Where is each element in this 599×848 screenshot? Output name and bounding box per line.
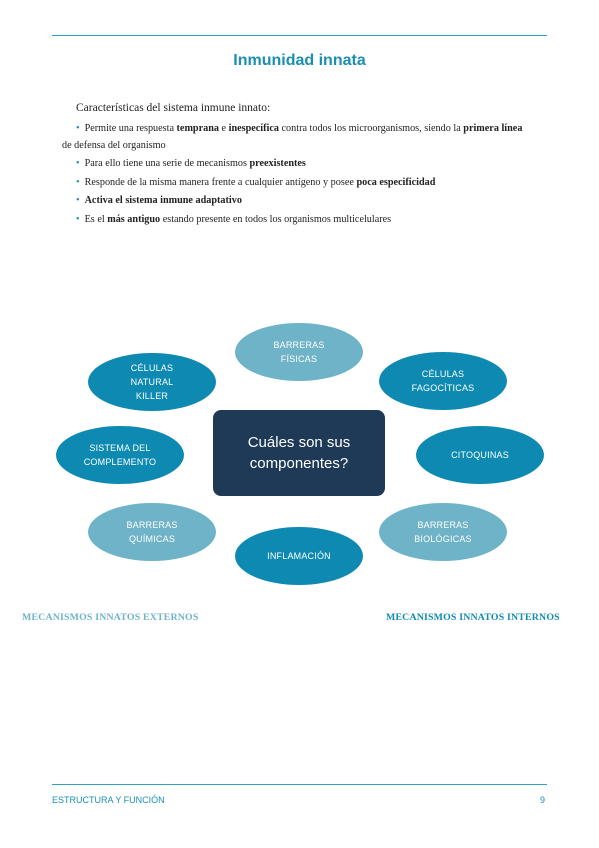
header-rule: [52, 35, 547, 37]
caption-externos: MECANISMOS INNATOS EXTERNOS: [22, 612, 199, 623]
bullet-bold: temprana: [176, 123, 219, 134]
bullet-item: • Responde de la misma manera frente a cu…: [62, 175, 532, 192]
node-celulas-fagociticas: CÉLULAS FAGOCÍTICAS: [379, 352, 507, 410]
bullet-dot-icon: •: [76, 195, 80, 206]
bullet-dot-icon: •: [76, 123, 80, 134]
footer-rule: [52, 784, 547, 786]
bullet-text: e: [218, 123, 229, 134]
bullet-text: estando presente en todos los organismos…: [160, 213, 392, 225]
bullet-text: de defensa del organismo: [62, 139, 166, 151]
bullet-text: Responde de la misma manera frente a cua…: [84, 176, 357, 188]
node-celulas-nk: CÉLULAS NATURAL KILLER: [88, 353, 216, 411]
bullet-item: • Es el más antiguo estando presente en t…: [62, 212, 532, 229]
bullet-item: • Permite una respuesta temprana e inespe…: [62, 121, 532, 154]
page-title: Inmunidad innata: [233, 52, 366, 69]
bullet-bold: Activa el sistema inmune adaptativo: [84, 195, 242, 206]
node-sistema-complemento: SISTEMA DEL COMPLEMENTO: [56, 426, 184, 484]
bullet-list: • Permite una respuesta temprana e inespe…: [62, 121, 532, 230]
bullet-text: contra todos los microorganismos, siendo…: [278, 123, 464, 134]
bullet-bold: primera línea: [463, 123, 523, 134]
node-citoquinas: CITOQUINAS: [416, 426, 544, 484]
bullet-text: Para ello tiene una serie de mecanismos: [84, 158, 250, 169]
node-barreras-fisicas: BARRERAS FÍSICAS: [235, 323, 363, 381]
node-inflamacion: INFLAMACIÓN: [235, 527, 363, 585]
bullet-dot-icon: •: [76, 176, 80, 188]
node-barreras-quimicas: BARRERAS QUÍMICAS: [88, 503, 216, 561]
node-barreras-biologicas: BARRERAS BIOLÓGICAS: [379, 503, 507, 561]
bullet-bold: más antiguo: [107, 213, 161, 225]
bullet-item: • Para ello tiene una serie de mecanismos…: [62, 156, 532, 173]
bullet-text: Permite una respuesta: [84, 123, 177, 134]
caption-internos: MECANISMOS INNATOS INTERNOS: [386, 612, 560, 623]
bullet-text: Es el: [84, 213, 108, 225]
bullet-bold: preexistentes: [249, 158, 306, 169]
bullet-bold: inespecífica: [228, 123, 279, 134]
bullet-item: • Activa el sistema inmune adaptativo: [62, 193, 532, 210]
bullet-bold: poca especificidad: [356, 176, 436, 188]
bullet-dot-icon: •: [76, 158, 80, 169]
footer-section-title: ESTRUCTURA Y FUNCIÓN: [52, 795, 165, 805]
page-number: 9: [540, 795, 546, 805]
intro-text: Características del sistema inmune innat…: [76, 102, 271, 114]
bullet-dot-icon: •: [76, 213, 80, 225]
center-question-box: Cuáles son sus componentes?: [213, 410, 385, 496]
